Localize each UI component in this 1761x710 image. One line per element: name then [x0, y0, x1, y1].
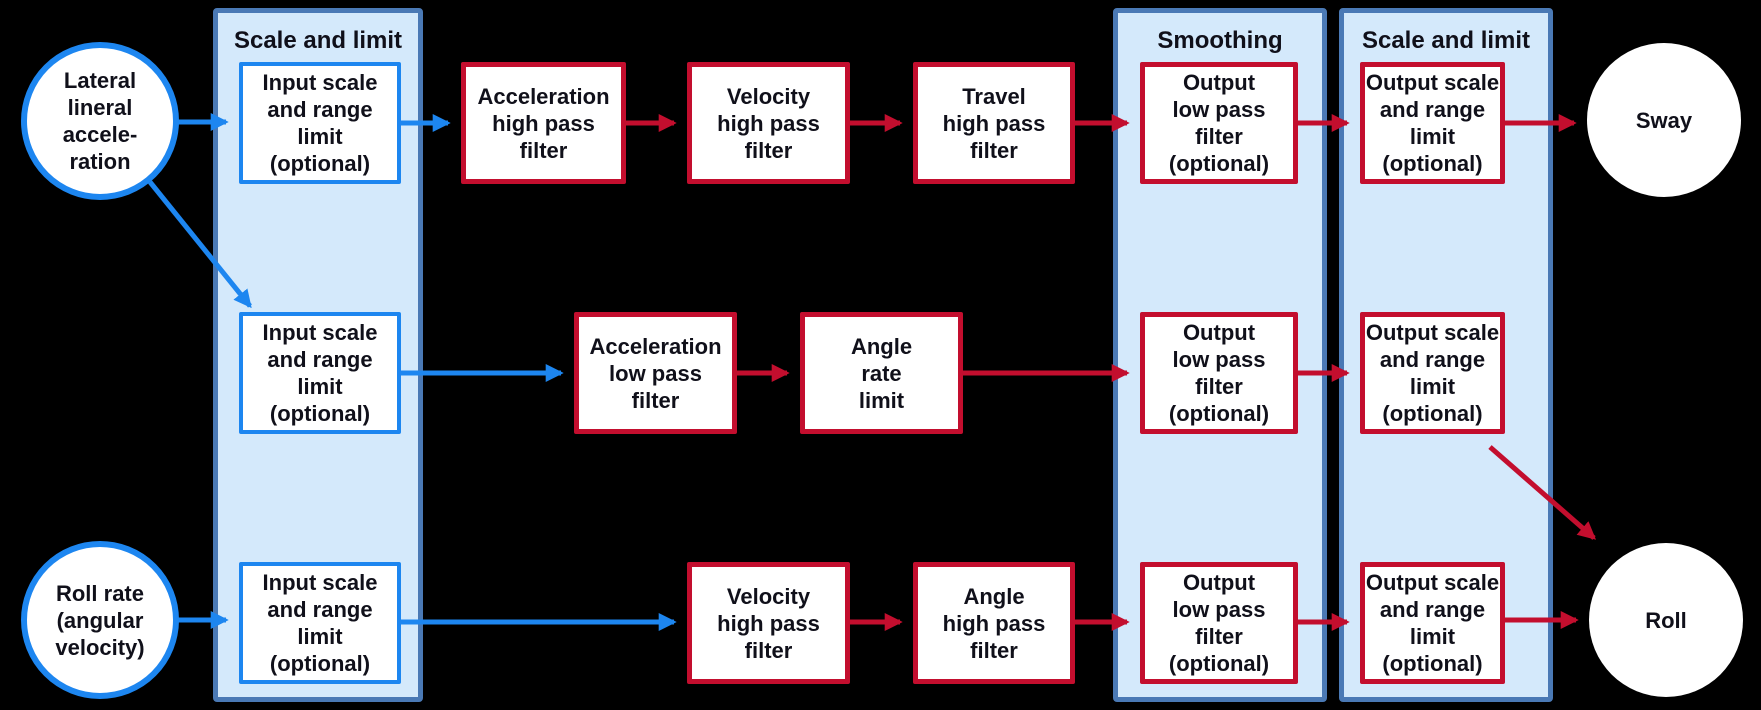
block-output-scale-limit-1: Output scale and range limit (optional)	[1360, 62, 1505, 184]
block-input-scale-limit-2: Input scale and range limit (optional)	[239, 312, 401, 434]
column-title: Scale and limit	[233, 27, 403, 54]
block-output-low-pass-filter-1: Output low pass filter (optional)	[1140, 62, 1298, 184]
source-lateral-acceleration: Lateral lineral accele- ration	[21, 42, 179, 200]
block-output-scale-limit-3: Output scale and range limit (optional)	[1360, 562, 1505, 684]
block-travel-high-pass-filter: Travel high pass filter	[913, 62, 1075, 184]
block-acceleration-low-pass-filter: Acceleration low pass filter	[574, 312, 737, 434]
block-output-low-pass-filter-2: Output low pass filter (optional)	[1140, 312, 1298, 434]
block-acceleration-high-pass-filter: Acceleration high pass filter	[461, 62, 626, 184]
source-roll-rate: Roll rate (angular velocity)	[21, 541, 179, 699]
block-input-scale-limit-1: Input scale and range limit (optional)	[239, 62, 401, 184]
block-output-scale-limit-2: Output scale and range limit (optional)	[1360, 312, 1505, 434]
column-title: Smoothing	[1157, 27, 1283, 54]
block-angle-rate-limit: Angle rate limit	[800, 312, 963, 434]
output-sway: Sway	[1587, 43, 1741, 197]
block-velocity-high-pass-filter-1: Velocity high pass filter	[687, 62, 850, 184]
block-velocity-high-pass-filter-2: Velocity high pass filter	[687, 562, 850, 684]
block-input-scale-limit-3: Input scale and range limit (optional)	[239, 562, 401, 684]
output-roll: Roll	[1589, 543, 1743, 697]
block-angle-high-pass-filter: Angle high pass filter	[913, 562, 1075, 684]
block-output-low-pass-filter-3: Output low pass filter (optional)	[1140, 562, 1298, 684]
column-title: Scale and limit	[1361, 27, 1531, 54]
